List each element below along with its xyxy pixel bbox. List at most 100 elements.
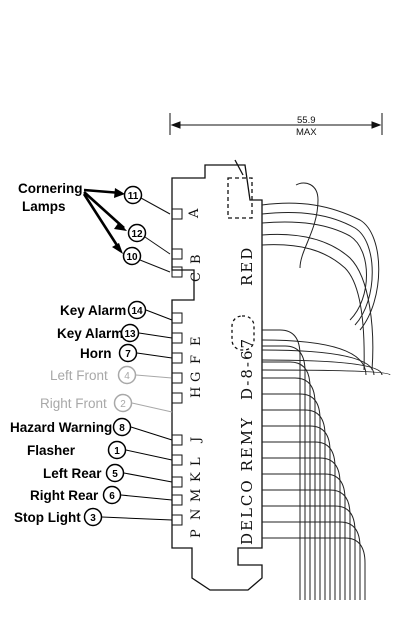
wire	[262, 393, 321, 600]
right-front-leader-line	[131, 402, 173, 413]
callout-number-3: 3	[90, 513, 96, 524]
left-front-label: Left Front	[50, 368, 108, 383]
key-alarm-1-label: Key Alarm	[60, 303, 126, 318]
callout-number-4: 4	[124, 371, 130, 382]
callout-circle-2	[113, 393, 133, 413]
callout-circle-12	[127, 223, 147, 243]
left-rear-label: Left Rear	[43, 466, 102, 481]
body-text-maker: DELCO REMY	[238, 416, 256, 545]
callout-number-10: 10	[126, 252, 138, 263]
pin-stub	[171, 266, 183, 278]
pin-k: K	[189, 472, 204, 482]
pin-stub	[171, 434, 183, 446]
wire	[262, 345, 306, 600]
callout-circle-14	[127, 300, 147, 320]
wire	[261, 369, 391, 376]
key-alarm-2-leader-line	[138, 332, 173, 339]
wire	[262, 505, 356, 600]
wire	[261, 359, 383, 376]
wire-harness	[261, 329, 391, 600]
callout-number-14: 14	[131, 306, 143, 317]
pin-stub	[171, 248, 183, 260]
pin-f: F	[189, 355, 204, 364]
wire	[261, 349, 375, 376]
left-front-leader-line	[135, 374, 173, 379]
callout-circle-11	[123, 185, 143, 205]
pin-c: C	[189, 272, 204, 282]
pin-e: E	[189, 337, 204, 347]
connector-body	[171, 159, 263, 591]
pin-stub	[171, 476, 183, 488]
callout-circle-7	[118, 343, 138, 363]
key-alarm-2-label: Key Alarm	[57, 326, 123, 341]
wire	[262, 329, 301, 600]
pin-g: G	[189, 372, 204, 382]
callout-circle-10	[122, 246, 142, 266]
wire	[262, 361, 311, 600]
body-text-part-number: D-8-67	[238, 337, 256, 400]
callout-number-12: 12	[131, 229, 143, 240]
pin-l: L	[189, 457, 204, 466]
pin-n: N	[189, 509, 204, 520]
wire	[261, 339, 367, 376]
callout-number-11: 11	[128, 191, 139, 202]
pin-j: J	[189, 437, 204, 444]
pin-stub	[171, 494, 183, 506]
dimension-value: 55.9	[297, 115, 316, 126]
hazard-label: Hazard Warning	[10, 420, 112, 435]
horn-label: Horn	[80, 346, 112, 361]
wire	[262, 521, 361, 600]
pin-p: P	[189, 529, 204, 538]
callout-circle-5	[105, 463, 125, 483]
pin-stub	[171, 332, 183, 344]
pin-a: A	[187, 208, 202, 219]
wire	[262, 377, 316, 600]
pin-stub	[171, 372, 183, 384]
pin-stub	[171, 208, 183, 220]
pin-stub	[171, 454, 183, 466]
right-front-label: Right Front	[40, 396, 107, 411]
stop-light-leader-line	[101, 516, 173, 521]
callout-number-13: 13	[124, 329, 136, 340]
pin-b: B	[189, 254, 204, 264]
dimension-marker	[169, 113, 383, 135]
callout-circle-6	[102, 485, 122, 505]
callout-number-1: 1	[114, 446, 120, 457]
pin-letters: A C B H G F E K L J P N M	[187, 208, 204, 538]
pin-m: M	[189, 489, 204, 502]
callout-number-7: 7	[125, 349, 131, 360]
callout-number-2: 2	[120, 399, 126, 410]
callout-number-8: 8	[119, 423, 125, 434]
wire-loop	[261, 182, 380, 371]
key-alarm-1-leader-line	[145, 309, 173, 321]
pin-h: H	[189, 387, 204, 398]
right-rear-label: Right Rear	[30, 488, 99, 503]
wire	[262, 409, 326, 600]
flasher-label: Flasher	[27, 443, 76, 458]
callout-circle-8	[112, 417, 132, 437]
callout-number-5: 5	[112, 469, 118, 480]
wire	[262, 537, 366, 600]
wire	[262, 457, 341, 600]
callout-circle-1	[107, 440, 127, 460]
left-rear-leader-line	[123, 472, 173, 483]
wire	[262, 489, 351, 600]
callout-circle-4	[117, 365, 137, 385]
callout-number-6: 6	[109, 491, 115, 502]
wire	[262, 425, 331, 600]
stop-light-label: Stop Light	[14, 510, 81, 525]
horn-leader-line	[136, 352, 173, 359]
pin-stub	[171, 352, 183, 364]
pin-stub	[171, 312, 183, 324]
hazard-leader-line	[130, 426, 173, 441]
callout-circle-13	[120, 323, 140, 343]
wire	[262, 473, 346, 600]
wire	[262, 441, 336, 600]
cornering-label-line1: Cornering	[18, 181, 83, 196]
callout-circle-3	[83, 507, 103, 527]
pin-stub	[171, 514, 183, 526]
flasher-leader-line	[125, 449, 173, 461]
cornering-label-line2: Lamps	[22, 199, 66, 214]
